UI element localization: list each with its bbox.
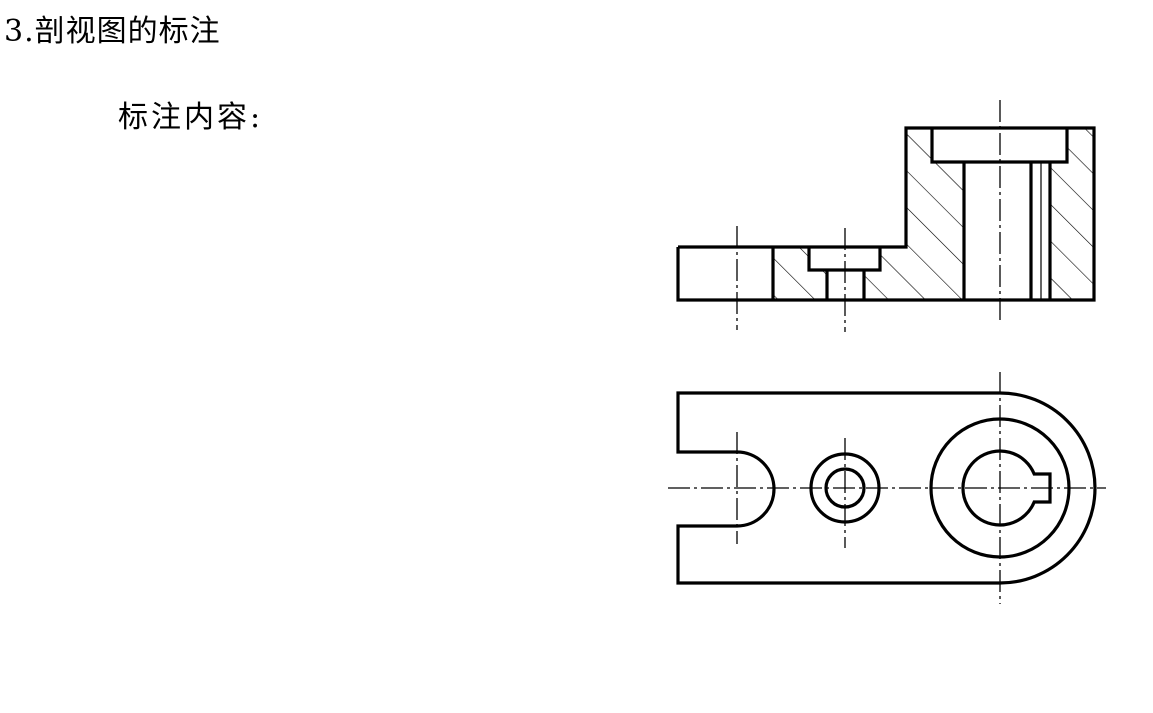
hatch-area-mid [864, 128, 964, 300]
hatch-area-left [773, 247, 827, 300]
top-outline [676, 391, 1097, 585]
section-view [676, 100, 1096, 332]
hatch-area-right [1050, 128, 1094, 300]
section-outline [676, 126, 1096, 302]
bore-with-keyway [961, 449, 1052, 527]
top-view [668, 372, 1106, 604]
section-heading: 3.剖视图的标注 [4, 14, 221, 49]
annotation-content-label: 标注内容: [118, 100, 264, 135]
